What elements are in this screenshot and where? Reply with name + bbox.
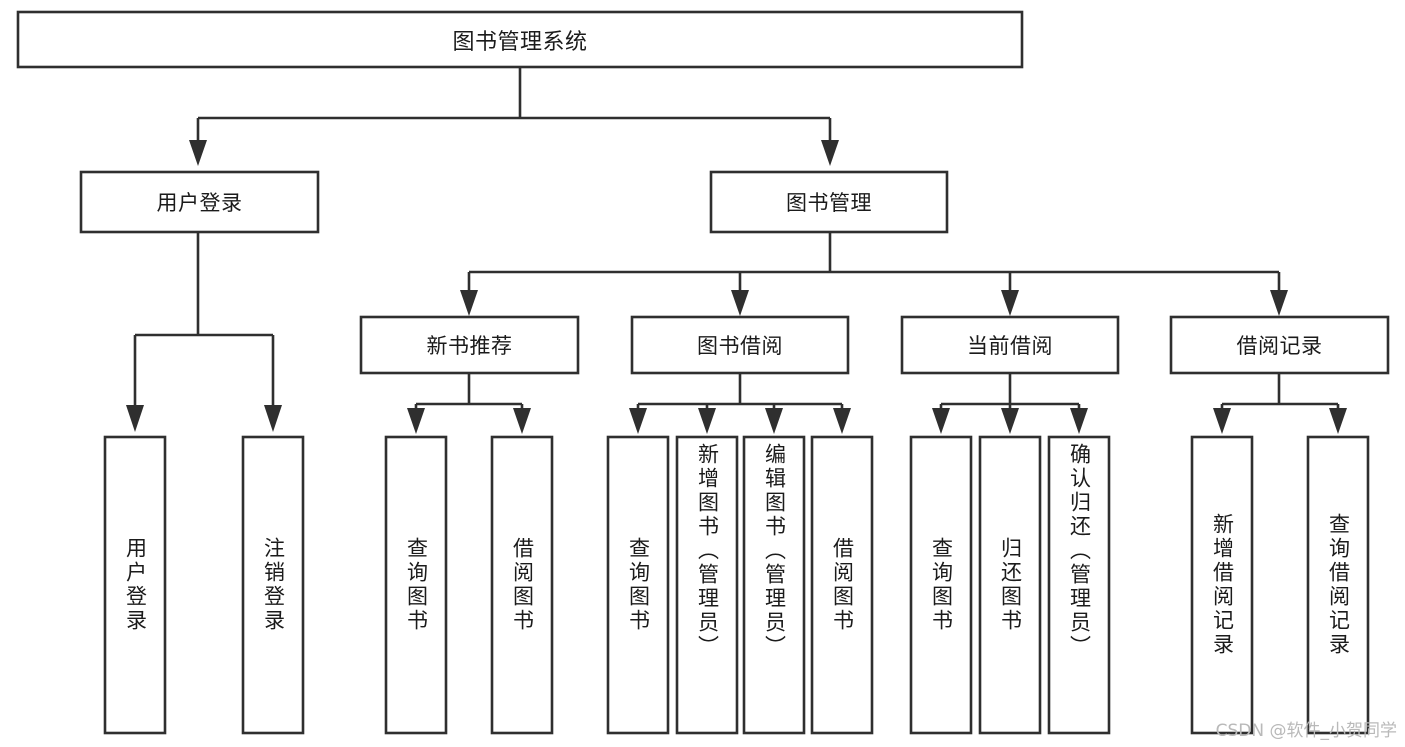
node-box-leaf-query-book-1[interactable] <box>384 435 448 735</box>
node-box-borrow-record[interactable] <box>1169 315 1390 375</box>
arrow-head-leaf-query-book-2 <box>629 408 647 434</box>
node-box-root[interactable] <box>16 10 1024 69</box>
arrow-head-new-book-recommend <box>460 290 478 316</box>
arrow-head-leaf-query-record <box>1329 408 1347 434</box>
node-box-leaf-query-book-2[interactable] <box>606 435 670 735</box>
connector-group-root <box>189 67 839 166</box>
connector-group-user-login <box>126 232 282 432</box>
connector-group-new-book-recommend <box>407 373 531 434</box>
arrow-head-leaf-borrow-book-1 <box>513 408 531 434</box>
node-box-leaf-logout-login[interactable] <box>241 435 305 735</box>
arrow-head-book-borrow <box>731 290 749 316</box>
arrow-head-leaf-logout-login <box>264 405 282 432</box>
node-box-leaf-confirm-return[interactable] <box>1047 435 1111 735</box>
node-box-leaf-return-book[interactable] <box>978 435 1042 735</box>
node-box-leaf-add-record[interactable] <box>1190 435 1254 735</box>
node-box-book-management[interactable] <box>709 170 949 234</box>
arrow-head-leaf-user-login <box>126 405 144 432</box>
node-box-leaf-add-book[interactable] <box>675 435 739 735</box>
arrow-head-leaf-query-book-1 <box>407 408 425 434</box>
arrow-head-leaf-edit-book <box>765 408 783 434</box>
connector-group-borrow-record <box>1213 373 1347 434</box>
arrow-head-leaf-add-record <box>1213 408 1231 434</box>
node-box-leaf-query-record[interactable] <box>1306 435 1370 735</box>
arrow-head-leaf-query-book-3 <box>932 408 950 434</box>
node-box-leaf-edit-book[interactable] <box>742 435 806 735</box>
connector-group-book-management <box>460 232 1288 316</box>
node-box-current-borrow[interactable] <box>900 315 1120 375</box>
node-box-user-login[interactable] <box>79 170 320 234</box>
node-box-leaf-user-login[interactable] <box>103 435 167 735</box>
node-box-leaf-borrow-book-1[interactable] <box>490 435 554 735</box>
arrow-head-leaf-add-book <box>698 408 716 434</box>
arrow-head-leaf-return-book <box>1001 408 1019 434</box>
arrow-head-current-borrow <box>1001 290 1019 316</box>
arrow-head-borrow-record <box>1270 290 1288 316</box>
node-box-book-borrow[interactable] <box>630 315 850 375</box>
node-box-leaf-borrow-book-2[interactable] <box>810 435 874 735</box>
arrow-head-leaf-borrow-book-2 <box>833 408 851 434</box>
node-box-leaf-query-book-3[interactable] <box>909 435 973 735</box>
node-box-new-book-recommend[interactable] <box>359 315 580 375</box>
connector-group-book-borrow <box>629 373 851 434</box>
arrow-head-user-login <box>189 140 207 166</box>
arrow-head-leaf-confirm-return <box>1070 408 1088 434</box>
connector-group-current-borrow <box>932 373 1088 434</box>
arrow-head-book-management <box>821 140 839 166</box>
